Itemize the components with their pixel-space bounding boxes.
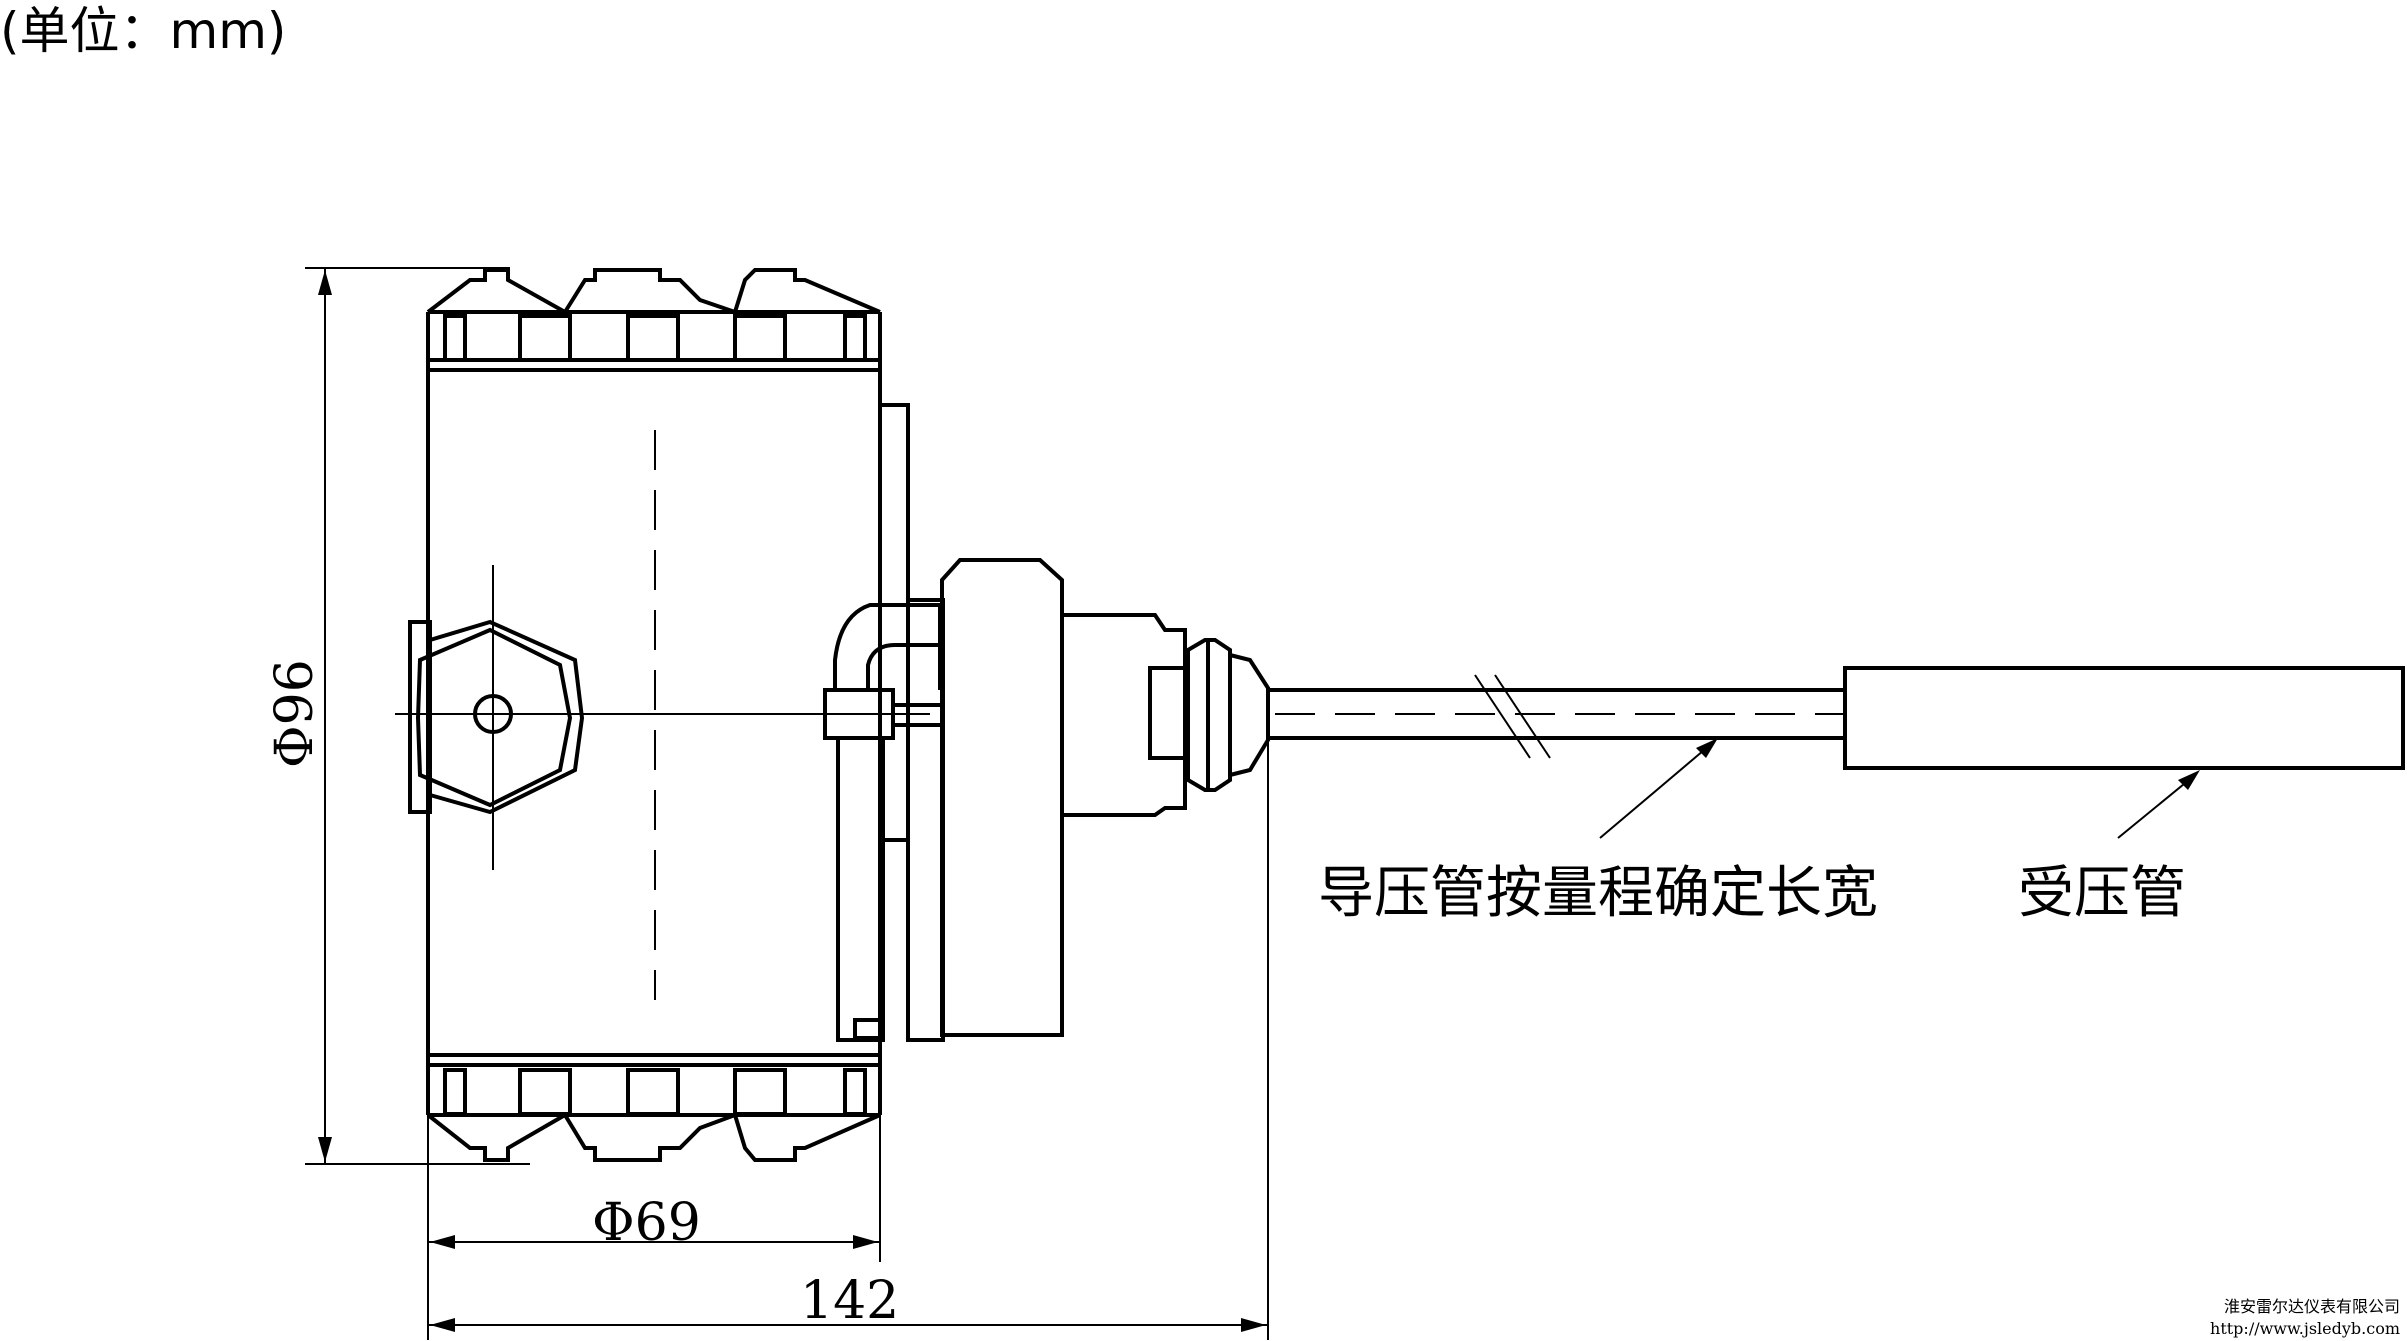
watermark-company: 淮安雷尔达仪表有限公司 [2224, 1297, 2400, 1316]
diameter-dimension: Φ69 [427, 1040, 881, 1340]
top-fin-band [426, 268, 882, 372]
enclosure-body [426, 368, 882, 1057]
length-dimension: 142 [428, 740, 1269, 1340]
pressure-tube [1843, 666, 2405, 770]
enclosure [408, 268, 882, 1162]
watermark-url: http://www.jsledyb.com [2210, 1319, 2400, 1338]
length-label: 142 [800, 1271, 899, 1331]
side-gland [408, 565, 585, 870]
impulse-tube-annotation: 导压管按量程确定长宽 [1318, 861, 1878, 926]
leader-lines [1599, 738, 2200, 839]
pressure-tube-annotation: 受压管 [2018, 861, 2186, 926]
unit-label: (单位：mm) [0, 2, 286, 60]
impulse-tube [1268, 674, 1845, 759]
bottom-fin-band [426, 1053, 882, 1162]
height-label: Φ96 [265, 659, 325, 768]
diameter-label: Φ69 [592, 1193, 701, 1253]
mounting-assembly [823, 403, 1270, 1042]
height-dimension: Φ96 [265, 267, 530, 1165]
